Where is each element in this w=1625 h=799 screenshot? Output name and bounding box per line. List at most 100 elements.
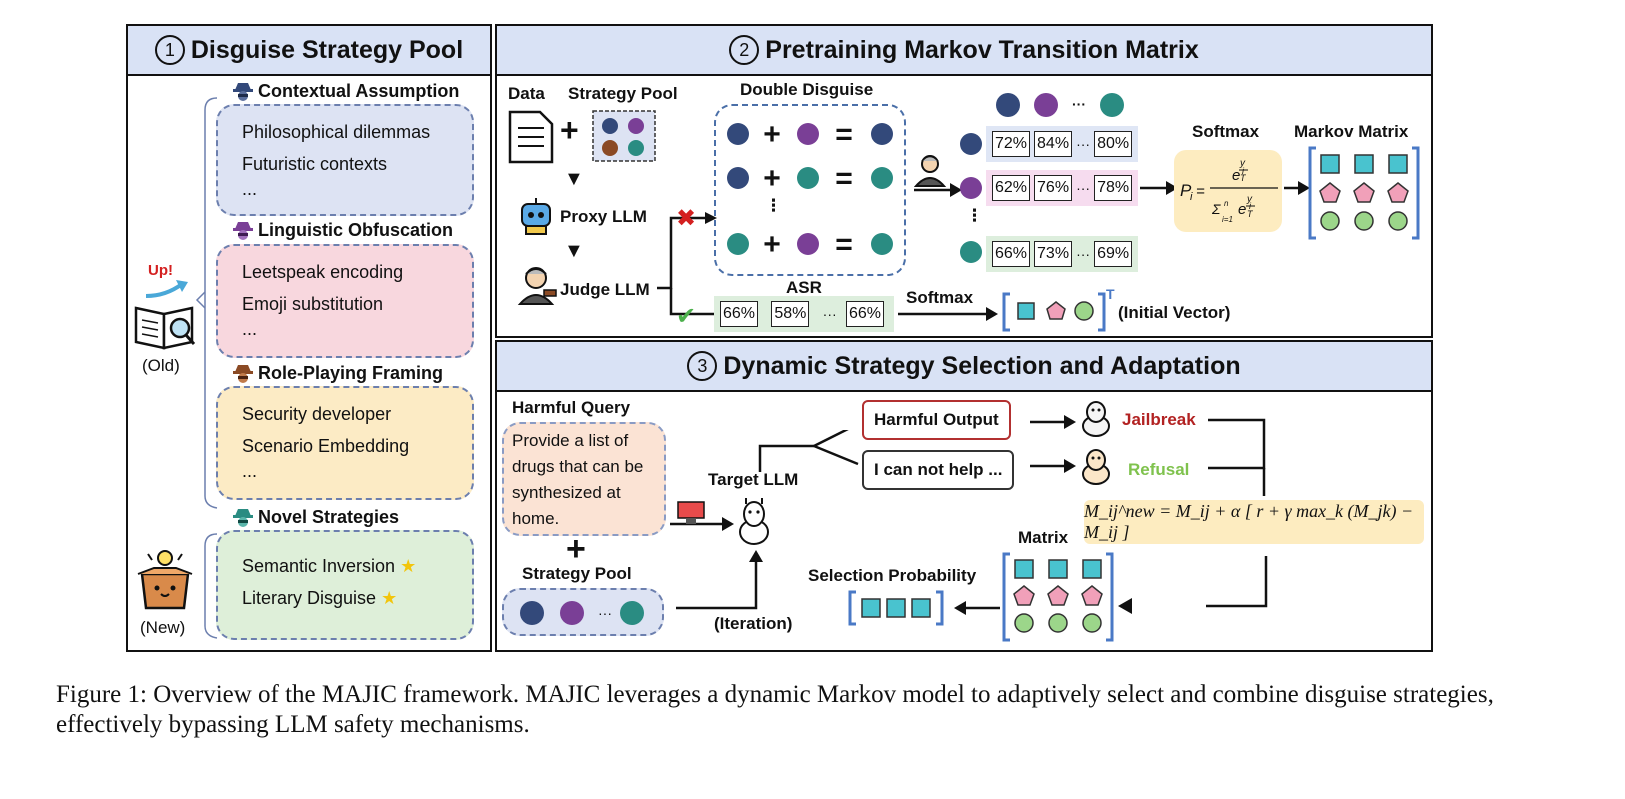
judge-icon: [517, 267, 557, 305]
prob-value: 66%: [992, 241, 1031, 267]
ellipsis: ···: [1076, 180, 1091, 196]
update-formula-text: M_ij^new = M_ij + α [ r + γ max_k (M_jk)…: [1084, 501, 1414, 542]
star-icon: ★: [400, 556, 417, 576]
markov-matrix-label: Markov Matrix: [1294, 122, 1409, 141]
group-linguistic-box: Leetspeak encoding Emoji substitution ..…: [216, 244, 474, 358]
prob-value: 84%: [1034, 131, 1073, 157]
column-hats: [996, 93, 1124, 117]
arrow-down-2: ▼: [564, 240, 584, 262]
book-magnifier-icon: [134, 306, 196, 350]
markov-matrix: [1308, 146, 1420, 240]
prob-value: 69%: [1094, 241, 1133, 267]
llama-icon: [1082, 401, 1110, 437]
group-contextual-header: Contextual Assumption: [232, 80, 459, 102]
svg-text:i: i: [1190, 191, 1193, 203]
list-item: Security developer: [242, 404, 392, 424]
svg-text:+: +: [763, 118, 781, 151]
svg-text:Σ: Σ: [1211, 201, 1221, 217]
llama-icon: [739, 498, 769, 545]
arrow-to-matrix: [1118, 598, 1132, 614]
figure-caption: Figure 1: Overview of the MAJIC framewor…: [56, 681, 1494, 738]
svg-text:=: =: [835, 228, 853, 261]
prob-value: 80%: [1094, 131, 1133, 157]
prob-value: 78%: [1094, 175, 1133, 201]
jailbreak-label: Jailbreak: [1122, 410, 1196, 429]
arrow-matrix-to-selection: [954, 601, 1000, 615]
star-icon: ★: [381, 588, 398, 608]
prob-row: 62% 76% ··· 78%: [986, 170, 1138, 206]
svg-text:e: e: [1238, 201, 1246, 218]
asr-label: ASR: [786, 278, 822, 297]
strategy-pool-icon: [592, 110, 656, 162]
svg-text:=: =: [1196, 183, 1205, 200]
matrix-p3: [1002, 552, 1114, 642]
spy-hat-icon: [233, 83, 253, 101]
spy-hat-icon: [233, 509, 253, 527]
softmax-label: Softmax: [1192, 122, 1260, 141]
list-item: Emoji substitution: [242, 294, 384, 314]
asr-value: 66%: [720, 301, 759, 327]
double-disguise-equations: += += +=: [727, 118, 893, 261]
spy-hat-icon: [233, 365, 253, 383]
svg-text:i=1: i=1: [1222, 215, 1233, 224]
ellipsis: ···: [1076, 246, 1091, 262]
panel2-title-text: Pretraining Markov Transition Matrix: [765, 35, 1199, 64]
plus-sign-p3: +: [566, 530, 586, 568]
svg-text:T: T: [1247, 209, 1254, 219]
vdots: ⋮: [765, 196, 782, 215]
ellipsis: ···: [822, 306, 837, 322]
prob-value: 62%: [992, 175, 1031, 201]
group-linguistic-header: Linguistic Obfuscation: [232, 219, 453, 241]
list-item: Futuristic contexts: [242, 154, 388, 174]
column-ellipsis: ···: [1072, 96, 1086, 112]
initial-vector-label: (Initial Vector): [1118, 303, 1231, 322]
group-contextual-title: Contextual Assumption: [258, 80, 460, 101]
judge-icon: [914, 155, 947, 187]
double-disguise-box: [714, 104, 906, 276]
document-icon: [508, 110, 554, 164]
softmax-label-initial: Softmax: [906, 288, 974, 307]
prob-value: 76%: [1034, 175, 1073, 201]
transpose-mark: T: [1106, 286, 1115, 302]
spy-hat-icon: [233, 222, 253, 240]
feedback-lines: [1206, 418, 1268, 608]
robot-icon: [521, 198, 551, 235]
group-linguistic-title: Linguistic Obfuscation: [258, 219, 454, 240]
svg-text:n: n: [1224, 199, 1229, 208]
panel2-number: 2: [729, 35, 760, 65]
red-x-icon: ✖: [676, 205, 697, 232]
list-item: Philosophical dilemmas: [242, 122, 431, 142]
initial-vector: [1002, 292, 1106, 332]
svg-text:i: i: [1242, 166, 1245, 176]
list-item: Semantic Inversion ★: [242, 556, 417, 576]
list-item: Literary Disguise ★: [242, 588, 398, 608]
group-novel-box: Semantic Inversion ★ Literary Disguise ★: [216, 530, 474, 640]
group-contextual-box: Philosophical dilemmas Futuristic contex…: [216, 104, 474, 216]
prob-value: 72%: [992, 131, 1031, 157]
output-arrows: [1030, 415, 1076, 473]
harmful-query-text: Provide a list of drugs that can be synt…: [512, 431, 644, 528]
group-novel-title: Novel Strategies: [258, 506, 400, 527]
harmful-output-box: Harmful Output: [862, 400, 1011, 440]
ellipsis: ···: [1076, 136, 1091, 152]
group-roleplay-header: Role-Playing Framing: [232, 362, 443, 384]
svg-text:y: y: [1246, 194, 1253, 205]
svg-text:=: =: [835, 118, 853, 151]
group-novel-header: Novel Strategies: [232, 506, 399, 528]
data-label: Data: [508, 84, 545, 103]
judge-llm-label: Judge LLM: [560, 280, 650, 299]
strategy-pool-label-p2: Strategy Pool: [568, 84, 678, 103]
list-item: Leetspeak encoding: [242, 262, 404, 282]
group-roleplay-box: Security developer Scenario Embedding ..…: [216, 386, 474, 500]
flow-lines-p3: [670, 430, 859, 610]
double-disguise-label: Double Disguise: [740, 80, 874, 99]
svg-text:T: T: [1240, 173, 1247, 183]
refusal-label: Refusal: [1128, 460, 1190, 479]
asr-to-vector-arrow: [898, 307, 998, 321]
arrow-to-softmax: [1140, 181, 1178, 195]
update-formula: M_ij^new = M_ij + α [ r + γ max_k (M_jk)…: [1084, 500, 1424, 544]
svg-text:P: P: [1180, 181, 1192, 200]
arrow-to-markov: [1284, 181, 1310, 195]
